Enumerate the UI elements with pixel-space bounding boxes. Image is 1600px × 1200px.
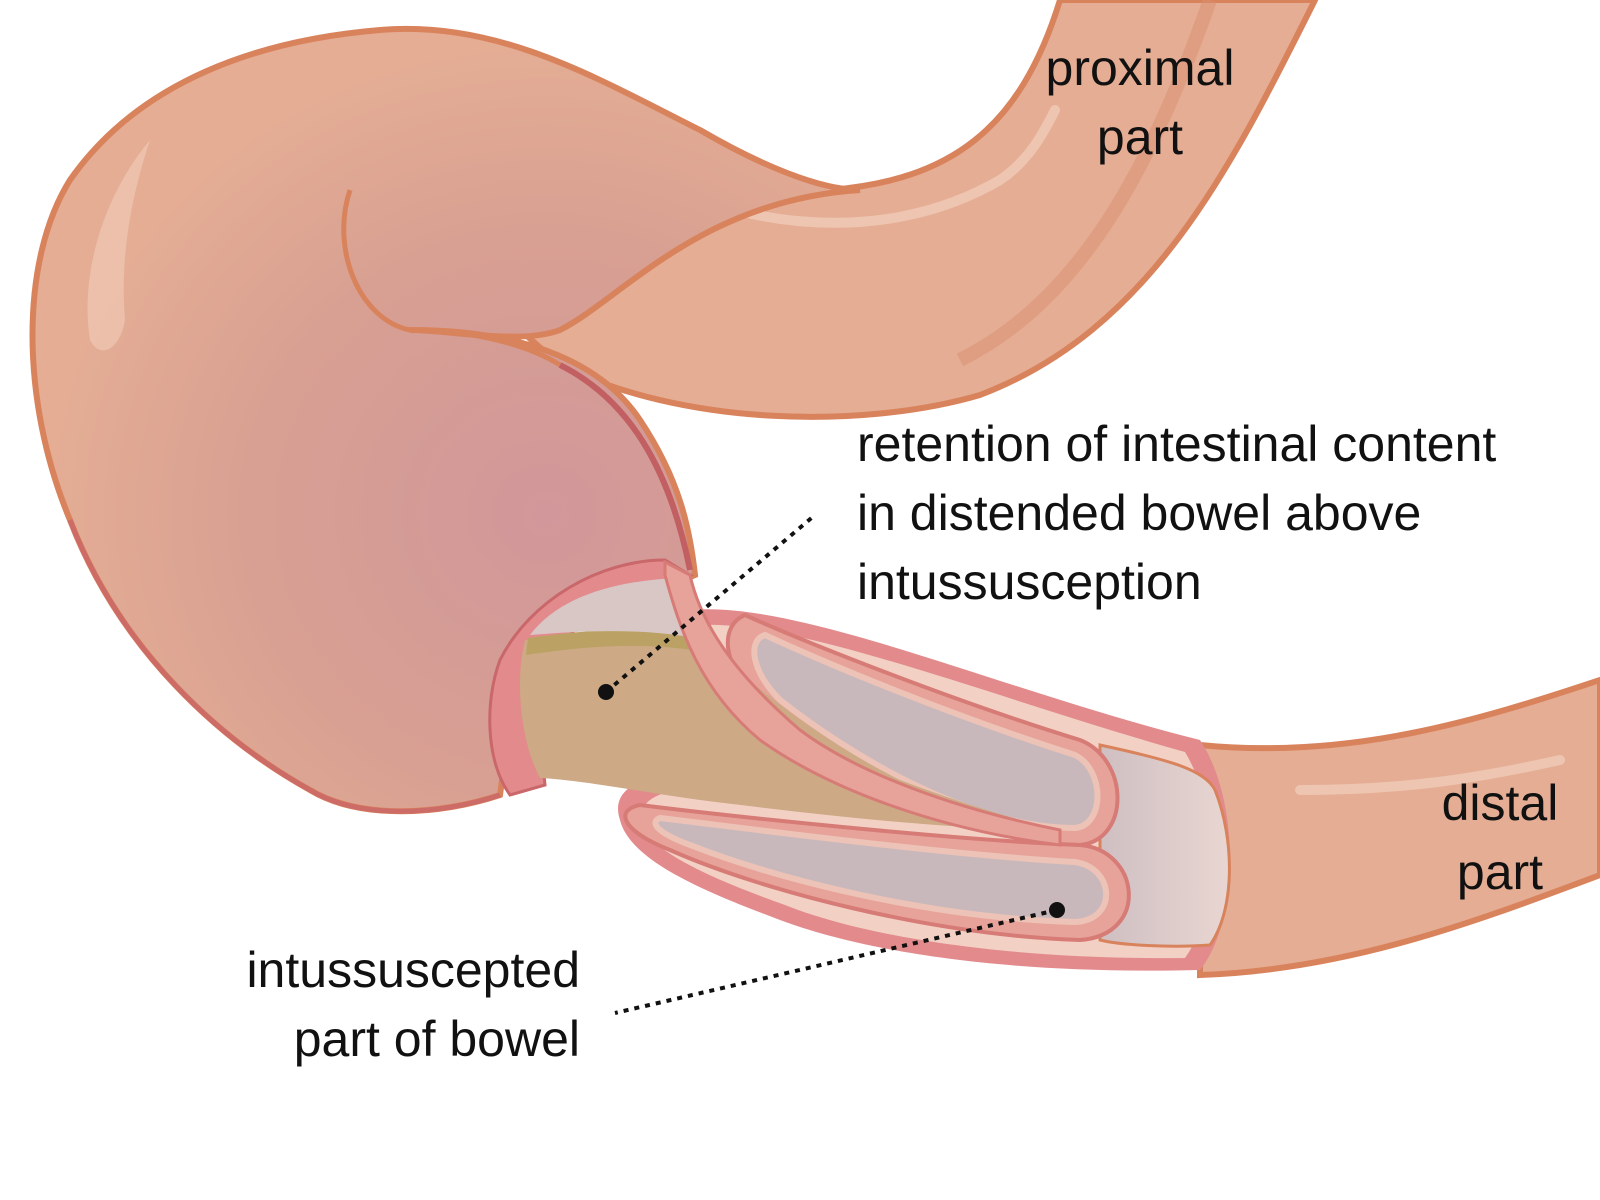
label-proximal-line-1: proximal — [1045, 40, 1235, 96]
distended-bowel-highlight — [87, 140, 150, 351]
distal-bowel-highlight — [1295, 755, 1565, 795]
retention-leader-line — [604, 513, 817, 694]
label-retention-line-2: in distended bowel above — [857, 485, 1422, 541]
label-retention-line-3: intussusception — [857, 554, 1202, 610]
retained-content-surface — [526, 629, 705, 655]
label-retention-line-1: retention of intestinal content — [857, 416, 1497, 472]
label-proximal-part: proximal part — [1000, 34, 1280, 172]
entry-wall — [663, 559, 1062, 847]
cut-lumen-top — [530, 578, 705, 640]
label-distal-line-1: distal — [1441, 775, 1559, 831]
distended-bowel-inner-edge — [558, 362, 693, 571]
intussuscepted-leader-dot — [1049, 902, 1065, 918]
distended-bowel-lower-edge — [67, 519, 501, 814]
retention-leader-dot — [598, 684, 614, 700]
label-proximal-line-2: part — [1096, 109, 1184, 165]
lower-invaginated-lumen — [652, 814, 1110, 926]
label-intussuscepted-line-1: intussuscepted — [246, 942, 580, 998]
upper-invaginated-lumen — [751, 631, 1101, 832]
label-distal-line-2: part — [1456, 844, 1544, 900]
distal-bowel-tube — [1197, 676, 1600, 979]
distal-lumen — [1098, 743, 1231, 948]
proximal-bowel-shadow — [956, 0, 1217, 367]
intussuscepted-leader-line — [614, 908, 1058, 1015]
distended-bowel — [29, 25, 861, 815]
label-intussuscepted-line-2: part of bowel — [293, 1011, 580, 1067]
label-retention: retention of intestinal content in diste… — [857, 410, 1496, 617]
label-distal-part: distal part — [1420, 769, 1580, 907]
distended-bowel-fold — [341, 189, 562, 368]
label-intussuscepted-part: intussuscepted part of bowel — [190, 936, 580, 1074]
